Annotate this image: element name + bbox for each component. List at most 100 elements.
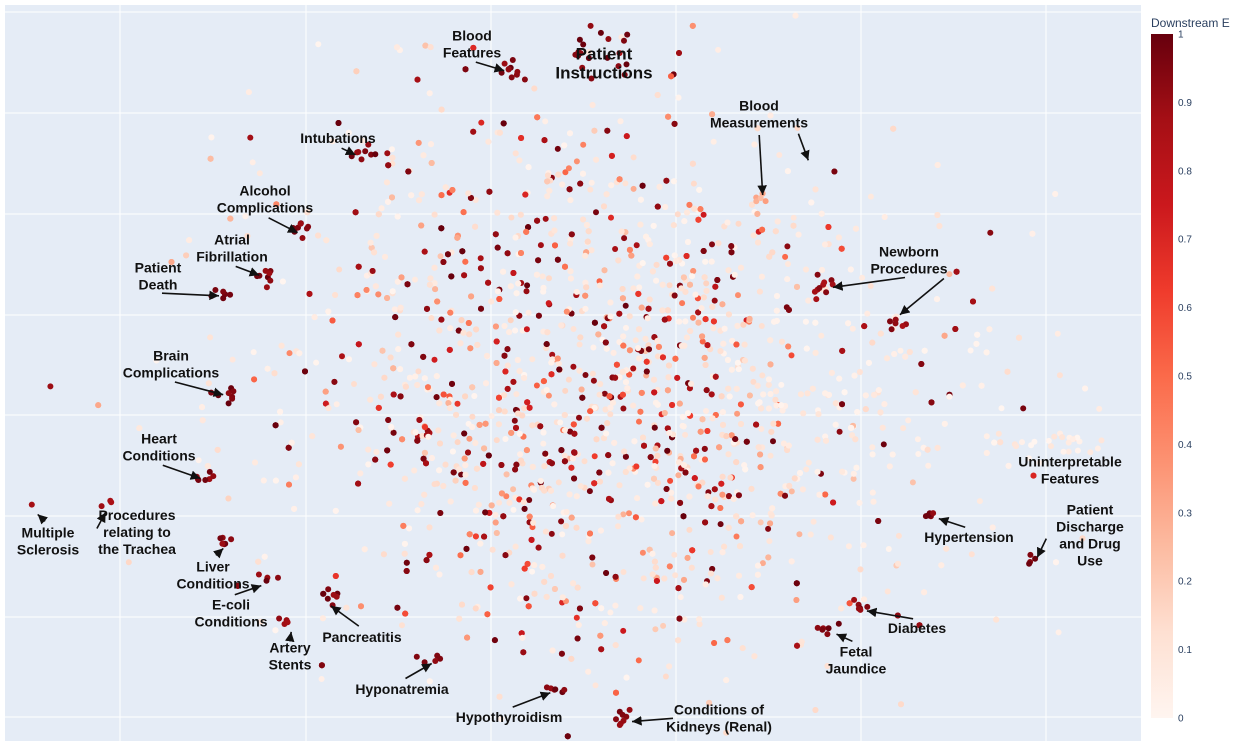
data-point-2754 — [387, 461, 394, 468]
data-point-3534 — [1074, 447, 1081, 454]
data-point-3230 — [606, 393, 613, 400]
data-point-260 — [469, 413, 476, 420]
data-point-263 — [565, 165, 572, 172]
data-point-2979 — [726, 393, 733, 400]
colorbar-tick-4: 0.4 — [1178, 440, 1192, 451]
data-point-3387 — [615, 63, 622, 70]
data-point-3261 — [665, 374, 672, 381]
data-point-2986 — [363, 287, 370, 293]
data-point-2857 — [785, 442, 792, 449]
data-point-2222 — [418, 501, 425, 507]
data-point-3345 — [651, 389, 658, 396]
data-point-2970 — [481, 445, 488, 452]
data-point-2254 — [472, 533, 479, 540]
data-point-2236 — [718, 480, 725, 487]
data-point-243 — [537, 242, 544, 249]
data-point-174 — [778, 381, 785, 388]
data-point-2995 — [136, 425, 143, 432]
data-point-3297 — [734, 359, 741, 366]
data-points — [28, 12, 1105, 740]
data-point-3544 — [1098, 437, 1105, 444]
data-point-105 — [700, 211, 707, 218]
data-point-3077 — [592, 600, 599, 607]
data-point-2760 — [838, 245, 845, 252]
data-point-2440 — [632, 514, 639, 521]
data-point-3085 — [723, 677, 730, 684]
data-point-173 — [315, 41, 322, 48]
data-point-2359 — [453, 411, 460, 418]
colorbar-tick-1: 0.1 — [1178, 645, 1192, 656]
data-point-3100 — [438, 106, 445, 113]
data-point-2269 — [521, 405, 528, 412]
data-point-2718 — [715, 240, 722, 247]
data-point-3064 — [818, 210, 825, 217]
data-point-3251 — [395, 331, 402, 338]
data-point-2881 — [921, 347, 928, 354]
data-point-2952 — [492, 323, 499, 330]
data-point-3018 — [526, 513, 533, 520]
data-point-2346 — [252, 459, 258, 466]
data-point-2957 — [318, 662, 325, 669]
data-point-271 — [662, 673, 669, 680]
data-point-3435 — [887, 318, 893, 325]
data-point-3330 — [615, 257, 622, 264]
data-point-2318 — [597, 478, 603, 485]
data-point-8 — [784, 243, 791, 250]
data-point-178 — [620, 627, 627, 634]
data-point-2616 — [481, 533, 488, 540]
data-point-2871 — [529, 422, 536, 429]
data-point-85 — [765, 525, 772, 532]
data-point-3078 — [654, 452, 661, 459]
data-point-3020 — [608, 152, 615, 159]
annotation-arrow-16 — [405, 662, 433, 680]
data-point-2278 — [382, 253, 388, 260]
data-point-3113 — [459, 601, 465, 608]
data-point-3186 — [607, 404, 614, 411]
data-point-20 — [590, 344, 597, 351]
data-point-3439 — [892, 320, 899, 327]
data-point-3006 — [651, 463, 658, 469]
data-point-168 — [620, 511, 627, 518]
data-point-3058 — [708, 503, 715, 510]
data-point-3021 — [679, 413, 686, 420]
data-point-2372 — [696, 186, 703, 193]
data-point-19 — [554, 145, 561, 152]
data-point-2917 — [498, 490, 505, 497]
data-point-3118 — [719, 409, 726, 416]
data-point-3457 — [98, 503, 105, 510]
data-point-3136 — [488, 502, 495, 509]
data-point-2547 — [577, 180, 584, 187]
data-point-2432 — [626, 465, 633, 472]
data-point-3080 — [862, 406, 869, 413]
data-point-2730 — [595, 331, 602, 338]
data-point-3212 — [622, 469, 629, 475]
data-point-3454 — [210, 473, 217, 480]
data-point-29 — [589, 561, 596, 568]
data-point-80 — [570, 326, 577, 332]
data-point-2617 — [418, 222, 425, 229]
data-point-3098 — [496, 394, 502, 401]
data-point-2822 — [568, 655, 575, 662]
data-point-42 — [703, 280, 710, 287]
data-point-100 — [592, 682, 599, 689]
data-point-192 — [545, 300, 552, 307]
data-point-3358 — [778, 402, 785, 409]
data-point-2446 — [383, 179, 390, 186]
data-point-2879 — [1005, 462, 1012, 469]
data-point-2940 — [558, 447, 565, 454]
data-point-2334 — [740, 321, 747, 328]
data-point-3229 — [689, 22, 696, 29]
data-point-2295 — [674, 374, 681, 381]
data-point-82 — [734, 410, 741, 417]
data-point-226 — [247, 134, 254, 141]
data-point-2441 — [484, 611, 491, 618]
data-point-2216 — [663, 254, 670, 261]
data-point-3088 — [518, 250, 524, 256]
data-point-45 — [632, 337, 639, 344]
annotation-line-12-1: Conditions — [176, 576, 249, 592]
data-point-2258 — [860, 542, 867, 549]
data-point-2697 — [890, 125, 897, 132]
data-point-2421 — [728, 432, 735, 439]
data-point-2276 — [462, 471, 469, 478]
data-point-3421 — [212, 287, 219, 293]
